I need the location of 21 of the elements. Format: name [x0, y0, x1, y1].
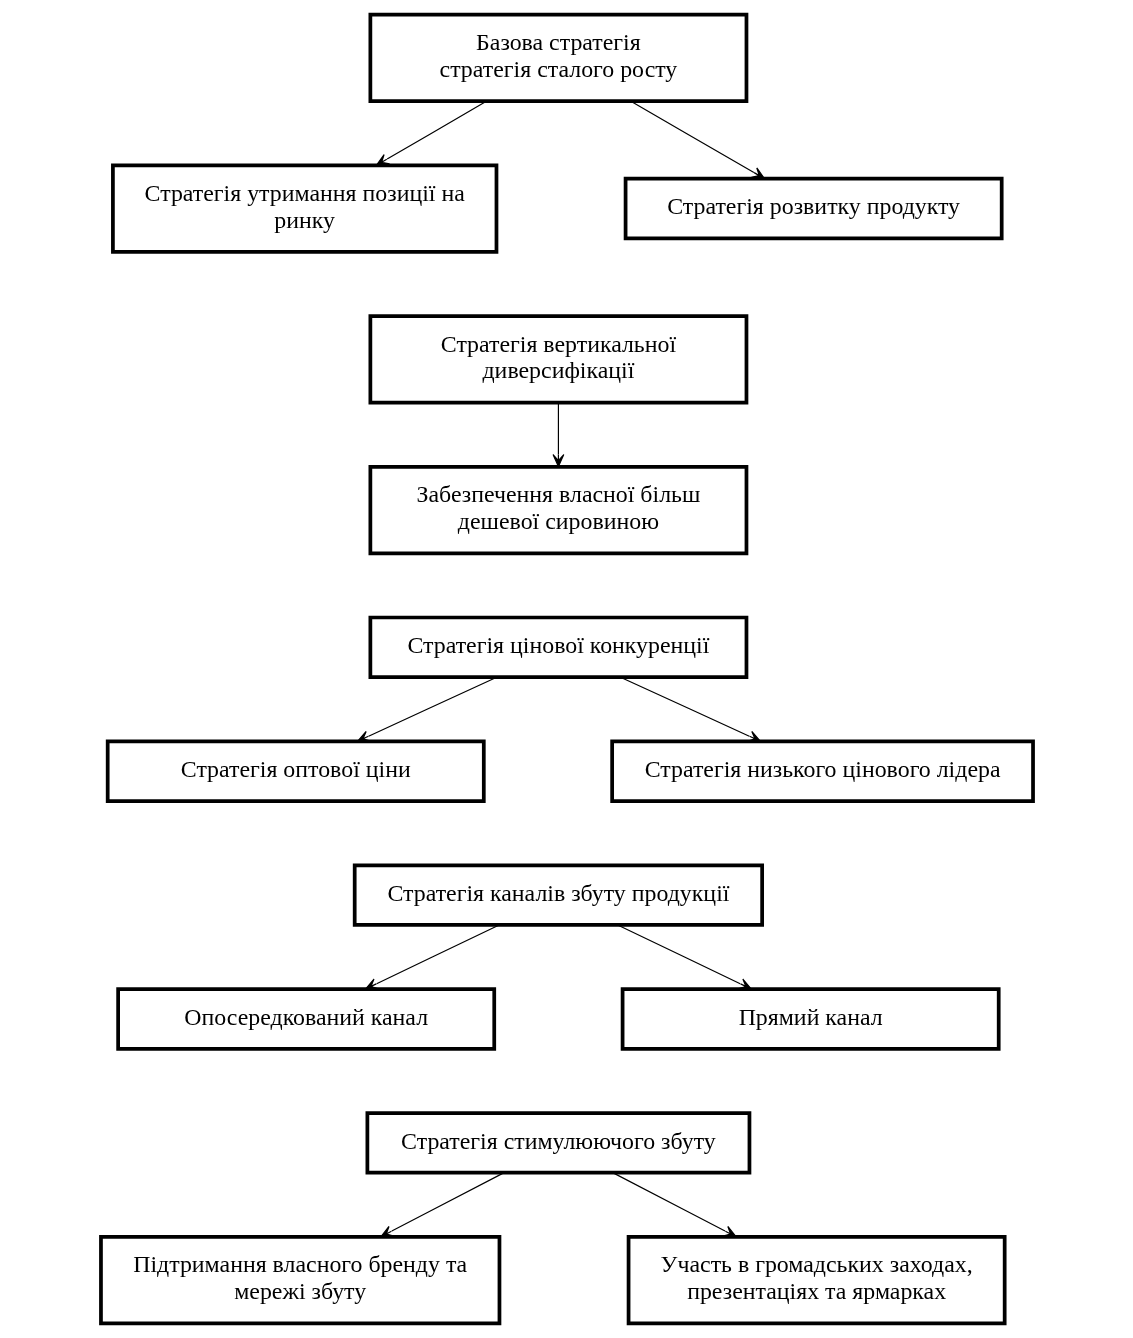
node-box: Стратегія каналів збуту продукції: [352, 863, 764, 927]
arrow: [356, 676, 497, 742]
arrow: [364, 924, 499, 990]
node-box: Забезпечення власної більш дешевої сировиною: [368, 464, 748, 556]
arrow: [617, 924, 752, 990]
node-box: Стратегія низького цінового лідера: [609, 739, 1035, 803]
arrow: [379, 1172, 504, 1238]
node-box: Стратегія розвитку продукту: [623, 176, 1004, 241]
arrow: [551, 402, 564, 468]
node-box: Стратегія стимулюючого збуту: [365, 1111, 751, 1175]
node-box: Стратегія цінової конкуренції: [368, 615, 748, 680]
node-box: Базова стратегія стратегія сталого росту: [368, 12, 748, 103]
node-box: Підтримання власного бренду та мережі збуту: [98, 1235, 501, 1326]
node-box: Опосередкований канал: [115, 987, 496, 1051]
node-box: Участь в громадських заходах, презентаціях та ярмарках: [626, 1235, 1007, 1326]
node-box: Стратегія оптової ціни: [105, 739, 486, 803]
arrow: [612, 1172, 737, 1238]
node-box: Прямий канал: [620, 987, 1001, 1051]
arrow: [375, 100, 487, 166]
node-box: Стратегія утримання позиції на ринку: [110, 163, 498, 254]
node-box: Стратегія вертикальної диверсифікації: [368, 314, 748, 405]
